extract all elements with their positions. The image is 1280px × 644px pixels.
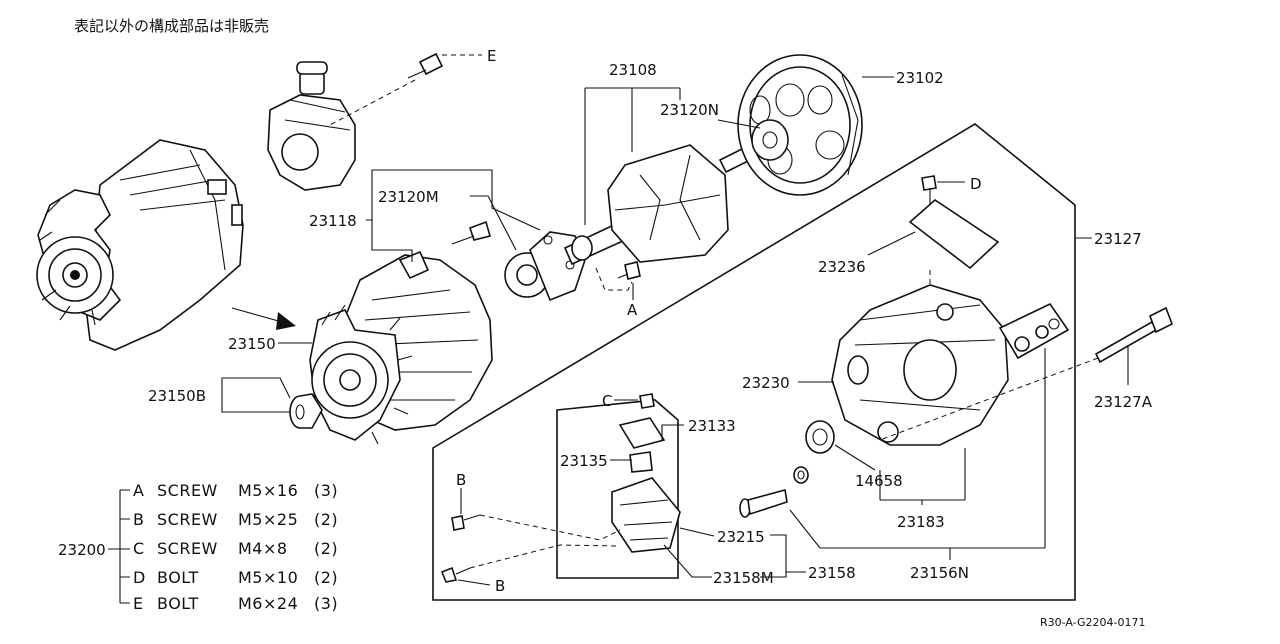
screw-b-lower-leader	[457, 579, 491, 586]
fastener-label-c: C	[602, 392, 612, 410]
label-23127: 23127	[1094, 230, 1142, 248]
legend-name: BOLT	[157, 568, 199, 587]
label-14658: 14658	[855, 472, 903, 490]
fastener-label-a: A	[627, 301, 638, 319]
label-23120n: 23120N	[660, 101, 719, 119]
rear-bracket-23102-illustration	[737, 54, 863, 196]
front-housing-illustration	[309, 250, 493, 445]
legend-qty: (2)	[314, 510, 338, 529]
legend-size: M5×25	[238, 510, 298, 529]
legend-bracket	[108, 489, 130, 604]
vacuum-pump-illustration	[267, 61, 356, 191]
assembled-alternator-illustration	[36, 139, 244, 351]
rear-cover-23230-illustration	[831, 284, 1009, 446]
brush-holder-23135-illustration	[618, 417, 666, 473]
washer-illustration	[793, 466, 809, 484]
screw-c-illustration	[639, 393, 655, 409]
legend-letter: C	[133, 539, 145, 558]
label-23133: 23133	[688, 417, 736, 435]
legend-name: SCREW	[157, 481, 218, 500]
label-23135: 23135	[560, 452, 608, 470]
screw-a-illustration	[617, 261, 641, 280]
legend-size: M5×10	[238, 568, 298, 587]
label-23183: 23183	[897, 513, 945, 531]
label-23158m: 23158M	[713, 569, 774, 587]
legend-qty: (2)	[314, 568, 338, 587]
legend-name: SCREW	[157, 510, 218, 529]
bolt-d-illustration	[921, 175, 937, 205]
label-23127a: 23127A	[1094, 393, 1153, 411]
label-23102: 23102	[896, 69, 944, 87]
diagram-reference-number: R30-A-G2204-0171	[1040, 616, 1146, 629]
label-23236: 23236	[818, 258, 866, 276]
screw-b-upper-illustration	[451, 514, 481, 531]
legend-letter: D	[133, 568, 146, 587]
legend-size: M6×24	[238, 594, 298, 613]
legend-size: M4×8	[238, 539, 288, 558]
through-bolt-23127a-illustration	[1094, 306, 1174, 364]
bolt-23158-illustration	[739, 488, 788, 518]
label-23158: 23158	[808, 564, 856, 582]
terminal-plate-illustration	[998, 302, 1070, 360]
regulator-subframe	[556, 399, 679, 579]
bolt-e-illustration	[407, 52, 444, 79]
legend-name: SCREW	[157, 539, 218, 558]
legend-letter: A	[133, 481, 144, 500]
label-23230: 23230	[742, 374, 790, 392]
fastener-label-b-lower: B	[495, 577, 505, 595]
label-23215: 23215	[717, 528, 765, 546]
fastener-label-e: E	[487, 47, 496, 65]
legend-qty: (3)	[314, 481, 338, 500]
label-23150b: 23150B	[148, 387, 206, 405]
label-23150: 23150	[228, 335, 276, 353]
bolt-e-dash-center	[329, 79, 416, 126]
not-for-sale-note: 表記以外の構成部品は非販売	[74, 17, 269, 35]
label-23118: 23118	[309, 212, 357, 230]
label-23120m: 23120M	[378, 188, 439, 206]
label-23156n: 23156N	[910, 564, 969, 582]
fastener-legend: 23200 A SCREW M5×16 (3) B SCREW M5×25 (2) C SCREW…	[58, 481, 338, 613]
fastener-label-d: D	[970, 175, 982, 193]
assembly-arrow-line	[231, 307, 283, 323]
legend-letter: E	[133, 594, 144, 613]
spacer-23150b-illustration	[289, 393, 323, 429]
rotor-23108-illustration	[563, 138, 768, 266]
through-bolt-dash	[879, 357, 1099, 441]
legend-qty: (3)	[314, 594, 338, 613]
regulator-23215-illustration	[611, 477, 681, 553]
legend-name: BOLT	[157, 594, 199, 613]
insulator-23236-illustration	[908, 198, 1000, 270]
legend-size: M5×16	[238, 481, 298, 500]
screw-23118-illustration	[451, 220, 491, 245]
fastener-label-b-upper: B	[456, 471, 466, 489]
legend-letter: B	[133, 510, 144, 529]
screw-b-lower-dash	[469, 544, 619, 569]
seal-14658-illustration	[805, 420, 835, 454]
legend-rows: A SCREW M5×16 (3) B SCREW M5×25 (2) C SCREW M4×8 (2…	[133, 481, 338, 613]
screw-a-dash	[595, 267, 633, 291]
leader-lines	[221, 76, 1129, 578]
assembly-arrow-head	[276, 312, 296, 330]
legend-kit-number: 23200	[58, 541, 106, 559]
screw-b-lower-illustration	[440, 566, 471, 583]
screw-b-upper-dash	[479, 514, 621, 541]
label-23108: 23108	[609, 61, 657, 79]
rectifier-subassembly-frame	[432, 123, 1076, 601]
legend-qty: (2)	[314, 539, 338, 558]
